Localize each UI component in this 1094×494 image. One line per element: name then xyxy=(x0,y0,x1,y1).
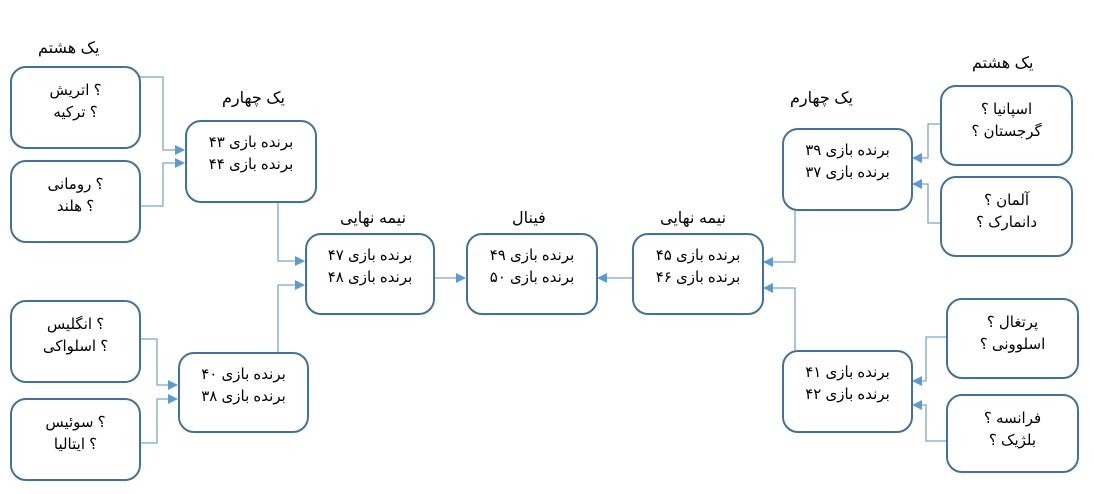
team-france: فرانسه ؟ xyxy=(983,410,1042,427)
team-switzerland: ؟ سوئیس xyxy=(45,414,106,431)
winner-match-46: برنده بازی ۴۶ xyxy=(655,269,741,286)
winner-match-49: برنده بازی ۴۹ xyxy=(489,247,575,264)
team-germany: آلمان ؟ xyxy=(983,192,1030,209)
sf-box-right[interactable]: برنده بازی ۴۵ برنده بازی ۴۶ xyxy=(632,233,764,315)
label-round-of-16-left: یک هشتم xyxy=(38,40,100,57)
qf-box-left-bottom[interactable]: برنده بازی ۴۰ برنده بازی ۳۸ xyxy=(178,352,309,433)
winner-match-47: برنده بازی ۴۷ xyxy=(327,247,413,264)
qf-box-right-top[interactable]: برنده بازی ۳۹ برنده بازی ۳۷ xyxy=(782,128,913,211)
winner-match-42: برنده بازی ۴۲ xyxy=(805,386,890,403)
winner-match-37: برنده بازی ۳۷ xyxy=(805,164,890,181)
qf-box-left-top[interactable]: برنده بازی ۴۳ برنده بازی ۴۴ xyxy=(185,120,317,203)
label-round-of-16-right: یک هشتم xyxy=(972,55,1034,72)
match-box-france-belgium[interactable]: فرانسه ؟ بلژیک ؟ xyxy=(946,394,1079,473)
label-semi-final-left: نیمه نهایی xyxy=(340,210,407,227)
winner-match-44: برنده بازی ۴۴ xyxy=(208,156,294,173)
match-box-austria-turkey[interactable]: ؟ اتریش ؟ ترکیه xyxy=(10,66,141,149)
team-netherlands: ؟ هلند xyxy=(56,198,95,215)
qf-box-right-bottom[interactable]: برنده بازی ۴۱ برنده بازی ۴۲ xyxy=(782,350,913,433)
team-romania: ؟ رومانی xyxy=(47,176,104,193)
team-portugal: پرتغال ؟ xyxy=(986,314,1039,331)
match-box-england-slovakia[interactable]: ؟ انگلیس ؟ اسلواکی xyxy=(10,300,141,383)
winner-match-50: برنده بازی ۵۰ xyxy=(489,269,575,286)
team-austria: ؟ اتریش xyxy=(49,82,102,99)
sf-box-left[interactable]: برنده بازی ۴۷ برنده بازی ۴۸ xyxy=(305,233,435,315)
label-semi-final-right: نیمه نهایی xyxy=(660,210,727,227)
team-denmark: دانمارک ؟ xyxy=(975,214,1038,231)
final-box[interactable]: برنده بازی ۴۹ برنده بازی ۵۰ xyxy=(466,233,598,315)
team-slovenia: اسلوونی ؟ xyxy=(979,336,1046,353)
team-england: ؟ انگلیس xyxy=(46,316,105,333)
match-box-switzerland-italy[interactable]: ؟ سوئیس ؟ ایتالیا xyxy=(10,398,141,481)
team-turkey: ؟ ترکیه xyxy=(53,104,98,121)
winner-match-41: برنده بازی ۴۱ xyxy=(805,364,890,381)
team-georgia: گرجستان ؟ xyxy=(971,123,1042,140)
team-slovakia: ؟ اسلواکی xyxy=(42,338,109,355)
label-quarter-final-left: یک چهارم xyxy=(222,90,285,107)
winner-match-48: برنده بازی ۴۸ xyxy=(327,269,413,286)
label-final: فینال xyxy=(512,210,546,227)
winner-match-38: برنده بازی ۳۸ xyxy=(201,388,286,405)
match-box-spain-georgia[interactable]: اسپانیا ؟ گرجستان ؟ xyxy=(940,85,1073,166)
winner-match-43: برنده بازی ۴۳ xyxy=(208,134,294,151)
match-box-germany-denmark[interactable]: آلمان ؟ دانمارک ؟ xyxy=(940,176,1073,257)
team-italy: ؟ ایتالیا xyxy=(53,436,98,453)
team-belgium: بلژیک ؟ xyxy=(988,432,1037,449)
winner-match-40: برنده بازی ۴۰ xyxy=(201,366,286,383)
winner-match-39: برنده بازی ۳۹ xyxy=(805,142,890,159)
team-spain: اسپانیا ؟ xyxy=(980,101,1033,118)
match-box-portugal-slovenia[interactable]: پرتغال ؟ اسلوونی ؟ xyxy=(946,298,1079,379)
winner-match-45: برنده بازی ۴۵ xyxy=(655,247,741,264)
label-quarter-final-right: یک چهارم xyxy=(790,90,853,107)
match-box-romania-netherlands[interactable]: ؟ رومانی ؟ هلند xyxy=(10,160,141,243)
